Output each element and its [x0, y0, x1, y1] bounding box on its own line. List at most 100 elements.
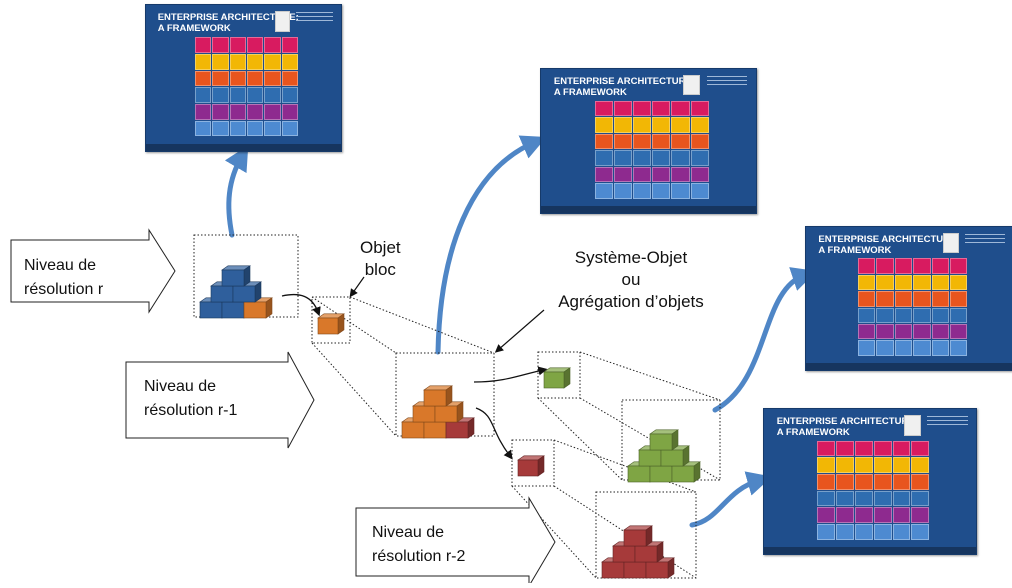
poster-title: ENTERPRISE ARCHITECTURE:A FRAMEWORK	[554, 76, 695, 98]
poster-cell	[857, 307, 876, 323]
poster-cell	[652, 183, 671, 199]
poster-cell	[950, 274, 968, 291]
frame-red-bloc	[511, 439, 555, 487]
poster-cell	[212, 87, 229, 103]
frame-level-r2-green	[621, 399, 721, 481]
poster-title-line2: A FRAMEWORK	[553, 87, 627, 99]
poster-cell	[281, 37, 299, 53]
label-niveau-r1-line2: résolution r-1	[144, 402, 238, 419]
poster-cell	[931, 307, 950, 323]
poster-title-line1: ENTERPRISE ARCHITECTURE:	[776, 416, 918, 428]
poster-cell	[613, 117, 633, 133]
poster-logo	[683, 74, 701, 96]
poster-info	[965, 234, 1005, 248]
poster-cell	[264, 53, 281, 70]
connector-r-to-bloc	[281, 293, 321, 317]
label-objet-bloc-line2: bloc	[364, 260, 396, 279]
poster-cell	[835, 507, 854, 523]
poster-title-line2: A FRAMEWORK	[776, 427, 850, 439]
poster-cell	[950, 307, 968, 323]
cube-red-bloc	[517, 455, 545, 477]
poster-cell	[892, 440, 911, 457]
zachman-poster-3: ENTERPRISE ARCHITECTURE:A FRAMEWORK	[805, 226, 1012, 371]
connector-r1-to-green	[473, 366, 548, 383]
poster-cell	[652, 100, 671, 117]
poster-cell	[633, 166, 652, 183]
poster-cell	[264, 70, 281, 87]
poster-cell	[911, 457, 930, 474]
poster-cell	[913, 258, 931, 274]
poster-cell	[835, 490, 854, 507]
poster-cell	[194, 103, 212, 120]
poster-grid	[594, 100, 709, 199]
poster-cell	[857, 340, 876, 356]
label-niveau-r2: Niveau de résolution r-2	[372, 521, 465, 569]
pointer-systeme-objet	[494, 309, 545, 353]
poster-cell	[857, 258, 876, 274]
callout-niveau-r1	[125, 351, 315, 449]
cube-objet-bloc	[317, 313, 345, 335]
poster-cell	[873, 490, 892, 507]
poster-info	[927, 416, 968, 431]
poster-cell	[876, 340, 894, 356]
frame-level-r1	[395, 352, 495, 437]
poster-logo	[904, 414, 921, 436]
connector-arrows	[281, 276, 548, 460]
poster-cell	[246, 87, 264, 103]
poster-cell	[913, 323, 931, 340]
label-niveau-r-line1: Niveau de	[24, 257, 97, 274]
poster-grid	[194, 37, 299, 137]
poster-grid	[817, 440, 930, 540]
arrow-to-poster-4	[689, 471, 773, 528]
poster-cell	[194, 120, 212, 137]
block-cube	[649, 429, 679, 451]
poster-cell	[229, 120, 246, 137]
poster-cell	[246, 53, 264, 70]
poster-cell	[246, 120, 264, 137]
poster-cell	[913, 274, 931, 291]
poster-cell	[892, 457, 911, 474]
poster-cell	[911, 523, 930, 540]
poster-footer	[764, 546, 976, 554]
poster-cell	[931, 340, 950, 356]
poster-cell	[854, 440, 873, 457]
poster-cell	[817, 523, 835, 540]
proj-line-3	[311, 296, 397, 354]
stack-level-r	[199, 265, 273, 319]
stack-level-r1	[401, 385, 475, 439]
poster-cell	[613, 183, 633, 199]
callout-niveau-r2	[355, 496, 556, 588]
poster-cell	[950, 258, 968, 274]
poster-cell	[931, 274, 950, 291]
poster-cell	[817, 474, 835, 490]
poster-title: ENTERPRISE ARCHITECTURE:A FRAMEWORK	[158, 12, 299, 34]
poster-cell	[913, 307, 931, 323]
poster-cell	[873, 457, 892, 474]
label-objet-bloc: Objet bloc	[360, 237, 401, 281]
poster-cell	[613, 150, 633, 166]
poster-cell	[894, 291, 913, 307]
proj-line-1	[349, 296, 495, 354]
poster-cell	[892, 523, 911, 540]
poster-cell	[212, 120, 229, 137]
poster-cell	[835, 440, 854, 457]
arrow-to-poster-1	[224, 145, 249, 238]
poster-cell	[894, 307, 913, 323]
zachman-poster-4: ENTERPRISE ARCHITECTURE:A FRAMEWORK	[763, 408, 977, 555]
block-stacks	[199, 265, 701, 579]
poster-cell	[950, 291, 968, 307]
poster-cell	[873, 507, 892, 523]
poster-cell	[633, 183, 652, 199]
poster-cell	[690, 117, 709, 133]
poster-title-line1: ENTERPRISE ARCHITECTURE:	[818, 234, 960, 246]
label-systeme-objet-line2: ou	[621, 270, 641, 289]
poster-cell	[894, 258, 913, 274]
label-niveau-r2-line2: résolution r-2	[372, 548, 466, 565]
frame-objet-bloc	[311, 296, 351, 344]
proj-line-5	[537, 397, 623, 481]
poster-cell	[212, 37, 229, 53]
poster-footer	[806, 362, 1012, 370]
poster-cell	[594, 150, 613, 166]
poster-cell	[594, 100, 613, 117]
